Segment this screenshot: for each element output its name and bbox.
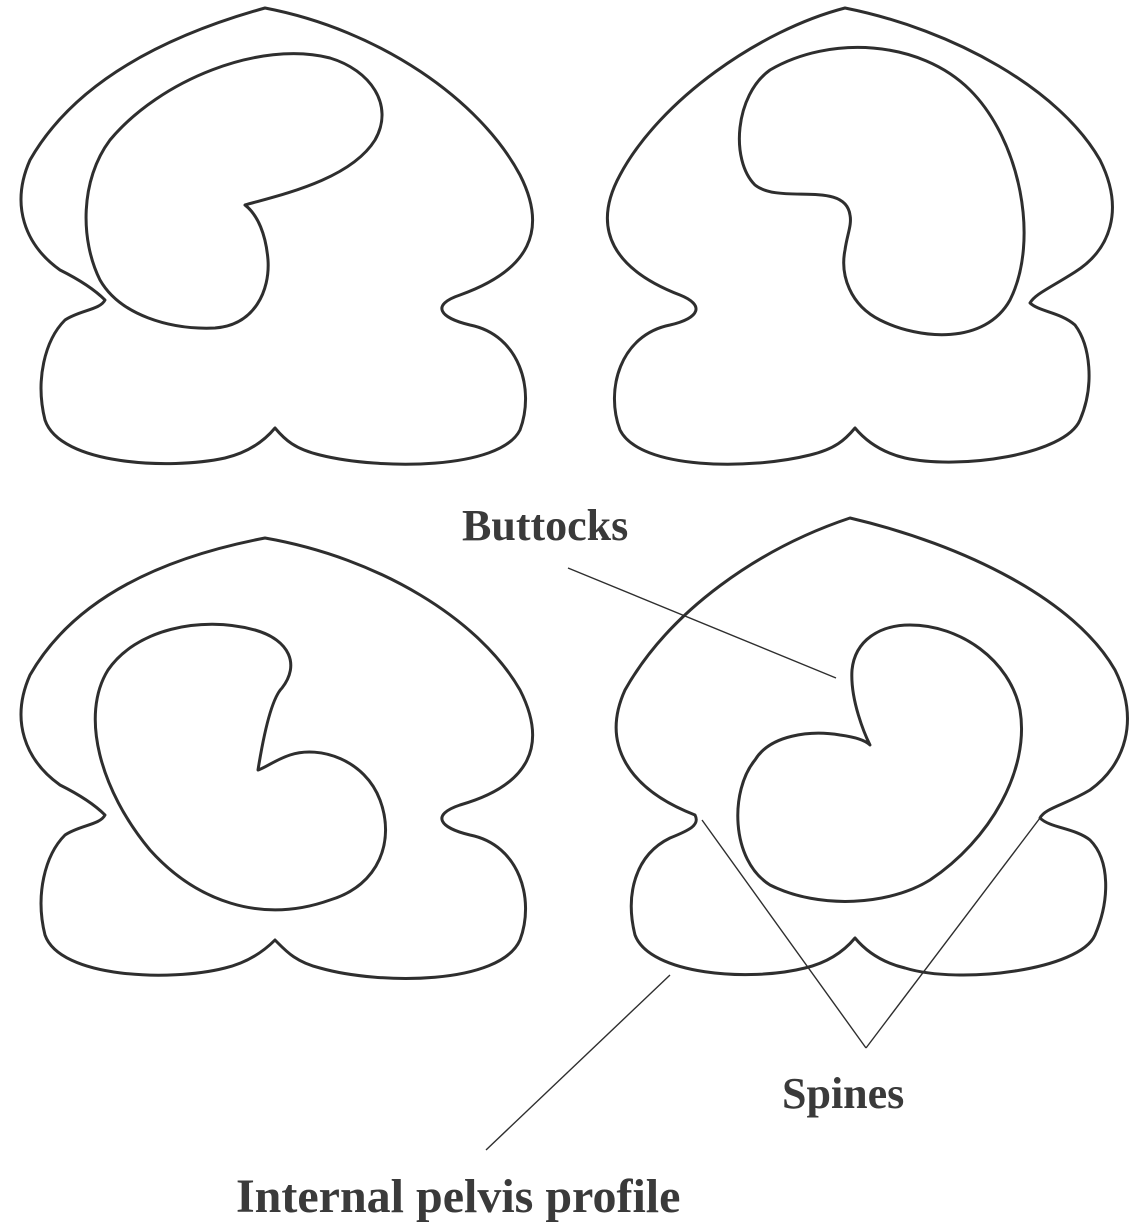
panel-bottom-left [19,536,535,980]
pelvis-outline [19,536,535,980]
pelvis-outline [614,516,1129,977]
panel-bottom-right [614,516,1129,977]
label-internal-pelvis-profile: Internal pelvis profile [236,1170,680,1223]
spines-leader-line-left [701,819,867,1049]
baby-head-profile [736,623,1023,903]
spines-leader-line-right [865,817,1041,1049]
pelvis-outline [605,6,1114,466]
panel-top-left [19,6,535,466]
baby-head-profile [737,45,1026,337]
pelvis-outline [19,6,535,466]
label-spines: Spines [782,1069,904,1118]
baby-head-profile [93,622,388,912]
baby-head-profile [84,52,384,330]
buttocks-leader-line [567,567,837,679]
label-buttocks: Buttocks [462,501,628,550]
panel-top-right [605,6,1114,466]
pelvis-profile-leader-line [485,974,671,1151]
